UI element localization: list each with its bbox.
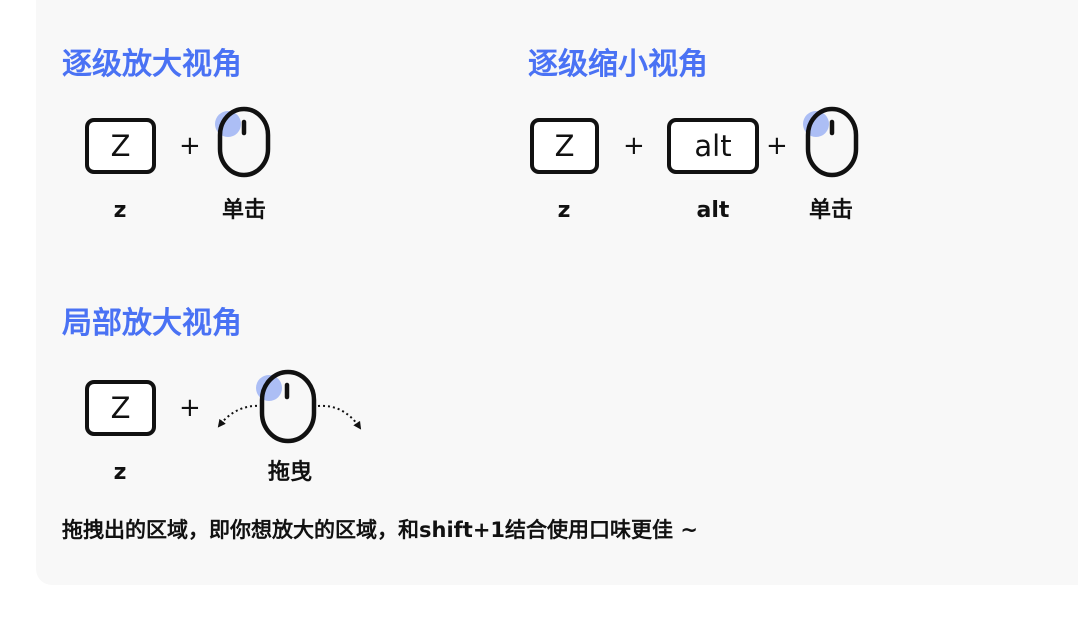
click-caption: 单击 [221,198,266,223]
z-caption: z [557,198,571,223]
mouse-left-click-icon [215,106,271,178]
partial-zoom-title: 局部放大视角 [62,306,242,341]
z-key: Z [85,118,156,174]
usage-note: 拖拽出的区域，即你想放大的区域，和shift+1结合使用口味更佳 ~ [62,518,698,542]
alt-key: alt [667,118,759,174]
drag-arrow-right-icon [317,404,362,430]
zoom-in-title: 逐级放大视角 [62,47,242,82]
drag-caption: 拖曳 [267,460,312,485]
plus-sign: + [766,131,788,161]
mouse-left-click-icon [803,106,859,178]
click-caption: 单击 [808,198,853,223]
z-key: Z [85,380,156,436]
z-key: Z [530,118,599,174]
z-caption: z [113,460,127,485]
mouse-drag-icon [217,369,362,444]
z-caption: z [113,198,127,223]
drag-arrow-left-icon [217,404,263,428]
plus-sign: + [179,131,201,161]
zoom-out-title: 逐级缩小视角 [528,47,708,82]
plus-sign: + [179,393,201,423]
alt-caption: alt [696,198,730,223]
plus-sign: + [623,131,645,161]
shortcut-card [36,0,1078,585]
